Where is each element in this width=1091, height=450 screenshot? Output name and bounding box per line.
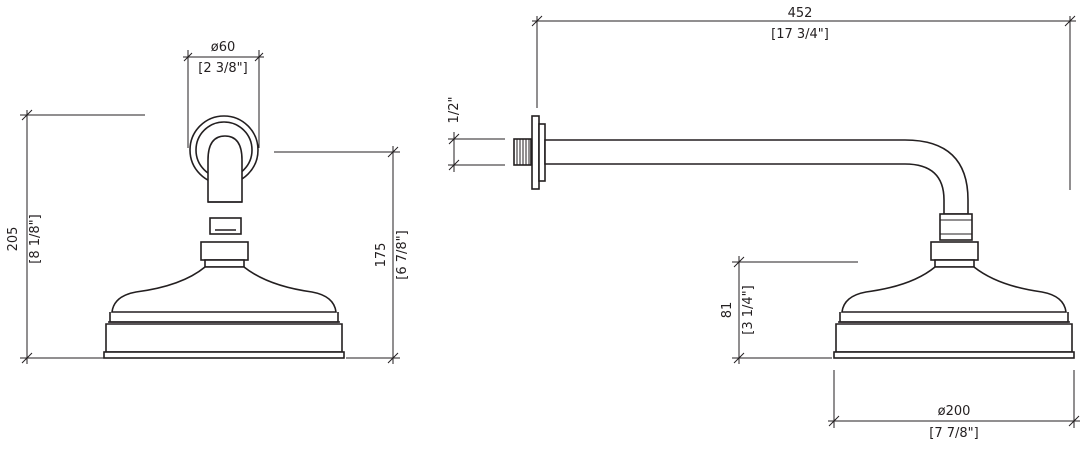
overall-height-imperial: [8 1/8"] bbox=[28, 214, 43, 263]
head-height-dimension: 175 [6 7/8"] bbox=[274, 146, 410, 364]
head-diameter-dimension: ø200 [7 7/8"] bbox=[828, 370, 1080, 441]
head-height-imperial: [6 7/8"] bbox=[395, 230, 410, 279]
drop-height-dimension: 81 [3 1/4"] bbox=[720, 256, 858, 364]
drop-height-value: 81 bbox=[720, 302, 735, 319]
shower-arm bbox=[544, 139, 969, 215]
side-connector-nut bbox=[939, 213, 973, 241]
side-shower-rose bbox=[841, 266, 1067, 313]
overall-height-dimension: 205 [8 1/8"] bbox=[6, 109, 145, 364]
arm-length-dimension: 452 [17 3/4"] bbox=[531, 6, 1076, 190]
shower-rose bbox=[111, 266, 337, 313]
flange-diameter-dimension: ø60 [2 3/8"] bbox=[183, 40, 264, 148]
side-view: 452 [17 3/4"] 1/2" bbox=[447, 6, 1080, 441]
drop-height-imperial: [3 1/4"] bbox=[741, 285, 756, 334]
flange-diameter-imperial: [2 3/8"] bbox=[198, 61, 247, 76]
overall-height-value: 205 bbox=[6, 227, 21, 252]
threaded-inlet bbox=[513, 138, 532, 166]
elbow-arm bbox=[207, 135, 243, 203]
arm-length-imperial: [17 3/4"] bbox=[771, 27, 829, 42]
thread-size-value: 1/2" bbox=[447, 97, 462, 124]
head-diameter-value: ø200 bbox=[938, 404, 971, 419]
head-height-value: 175 bbox=[374, 243, 389, 268]
side-connector-collar bbox=[930, 241, 979, 261]
thread-size-dimension: 1/2" bbox=[447, 97, 505, 172]
connector-nut bbox=[209, 217, 242, 235]
head-diameter-imperial: [7 7/8"] bbox=[929, 426, 978, 441]
arm-length-value: 452 bbox=[788, 6, 813, 21]
flange-diameter-value: ø60 bbox=[211, 40, 236, 55]
wall-plate bbox=[531, 115, 540, 190]
front-view: ø60 [2 3/8"] 205 [8 1/8"] bbox=[6, 40, 410, 364]
connector-collar bbox=[200, 241, 249, 261]
